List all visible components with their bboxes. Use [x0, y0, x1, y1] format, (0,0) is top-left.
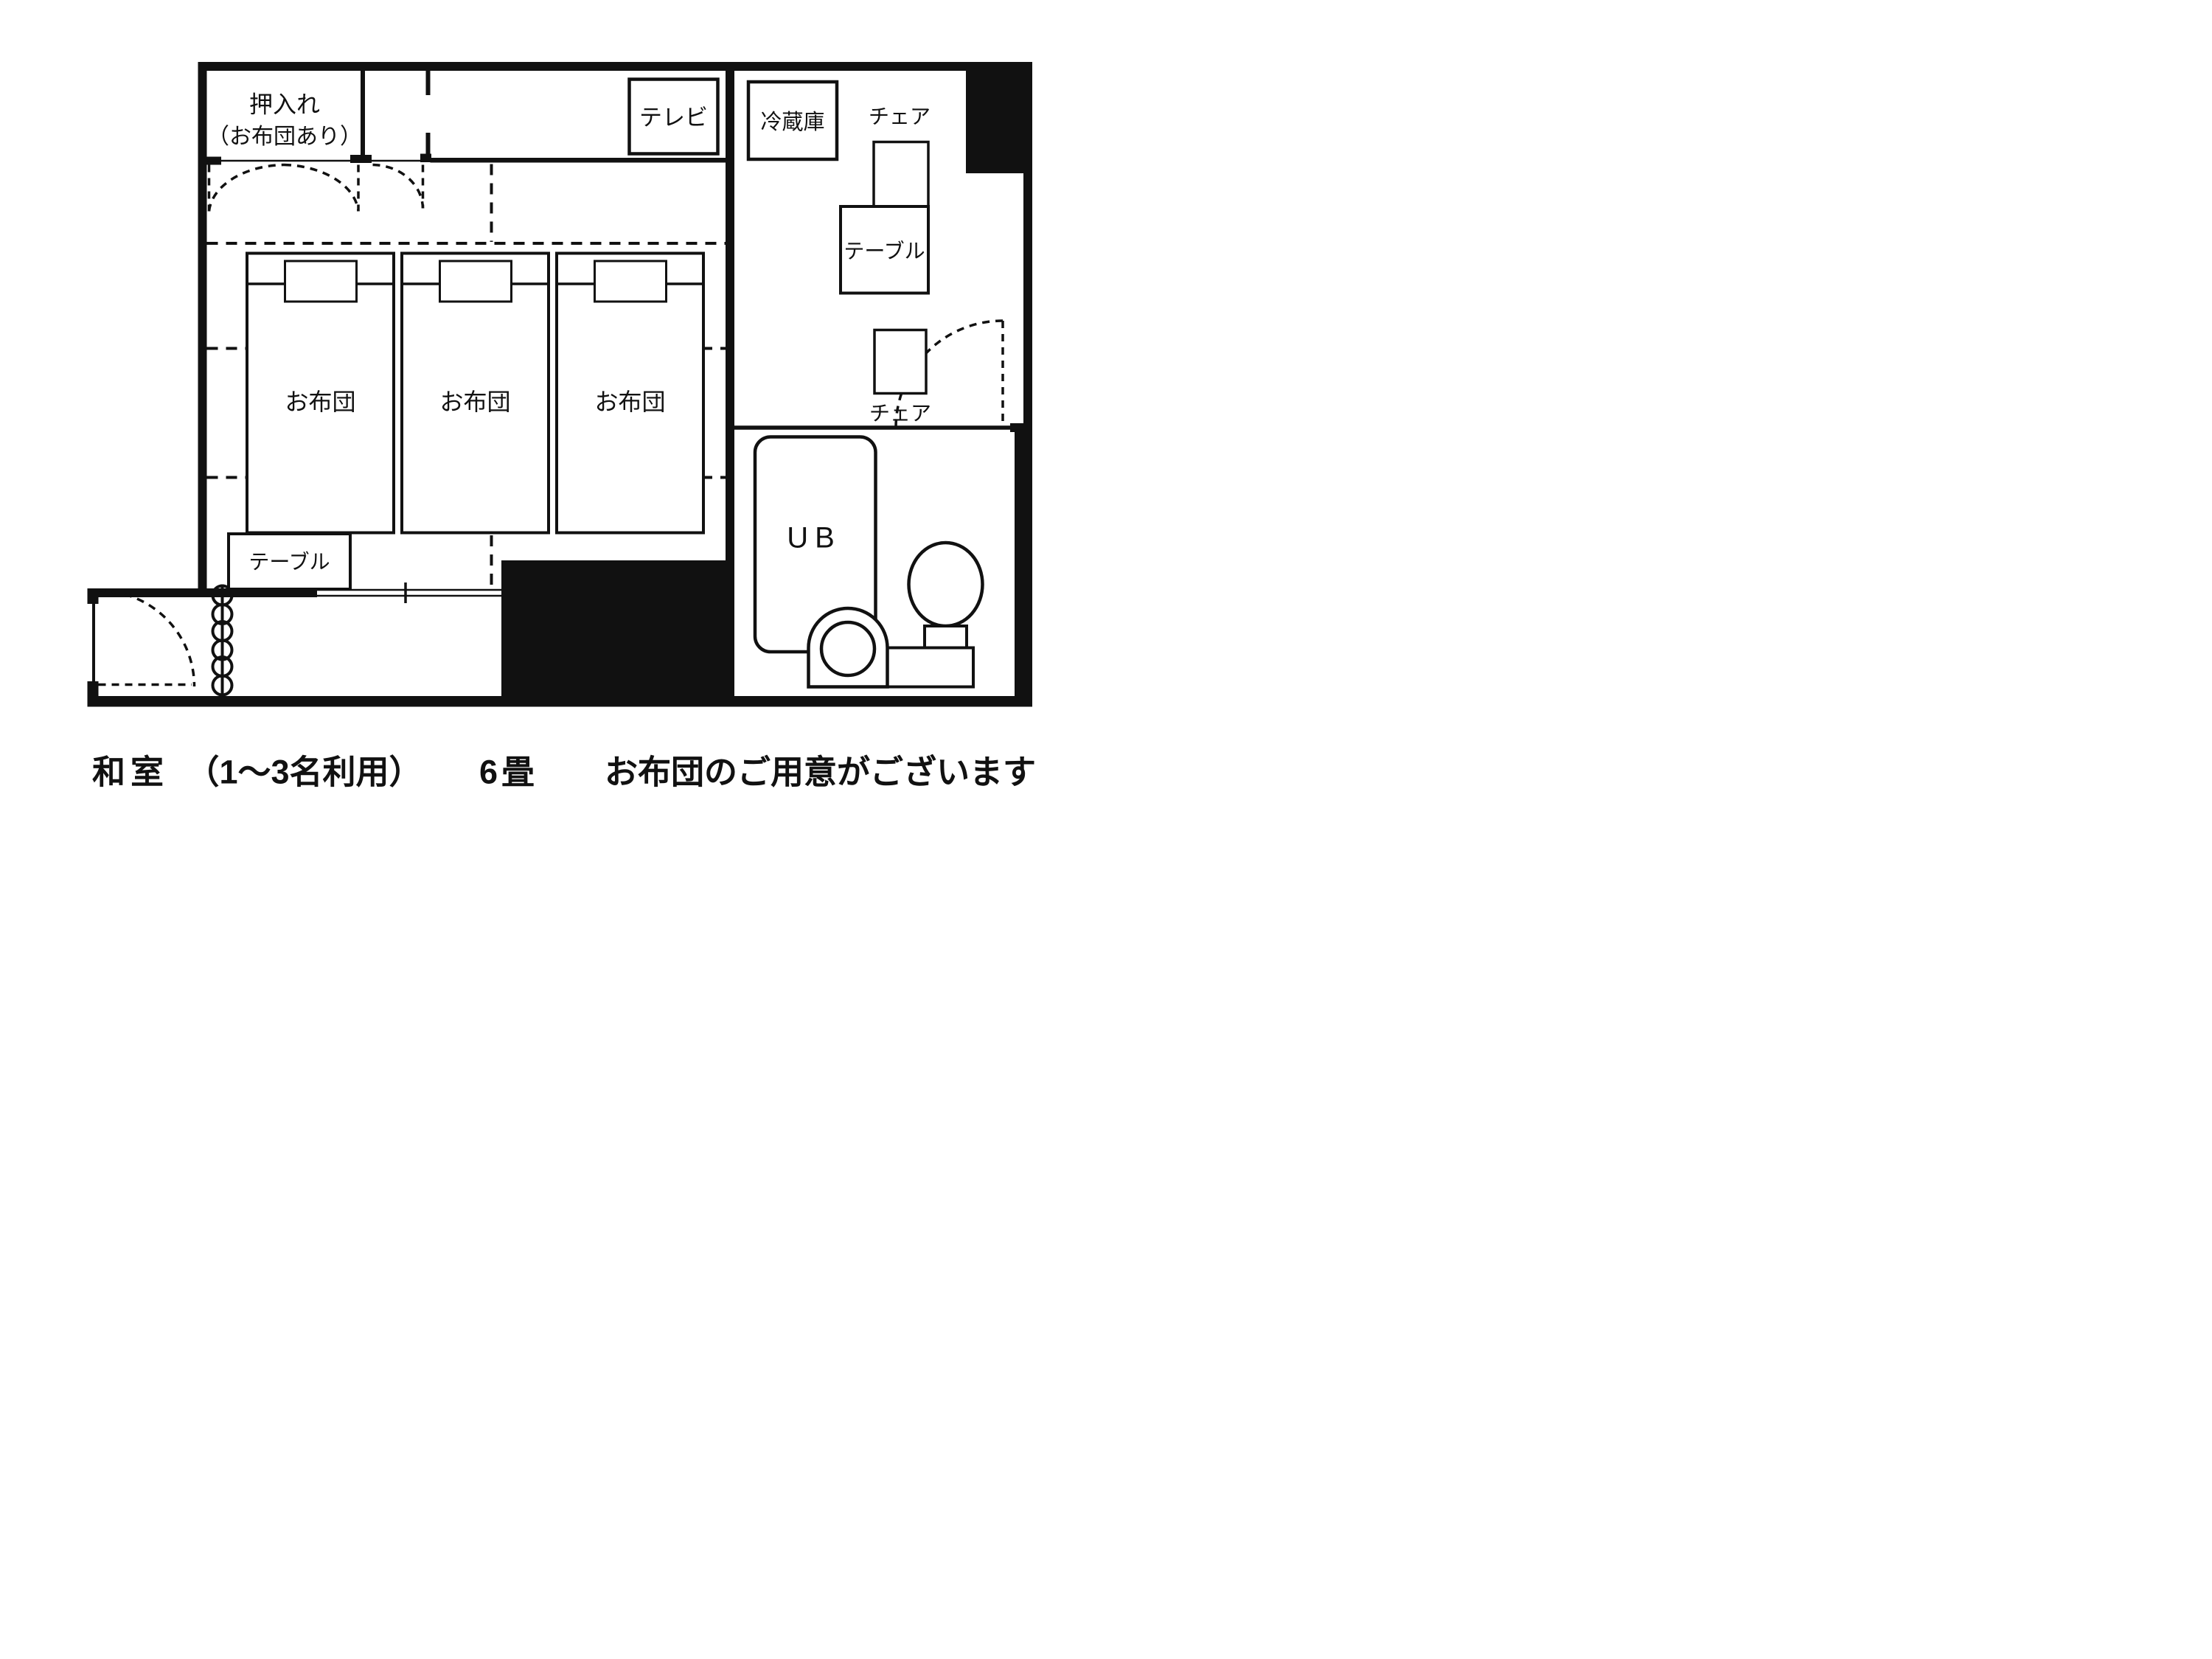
- fridge-label: 冷蔵庫: [760, 110, 824, 134]
- wall-block-bottom-center: [501, 560, 734, 707]
- wall-top-strip-board: [430, 158, 726, 163]
- wall-entrance-left-thin: [92, 597, 95, 696]
- chair-top-box: [872, 140, 930, 212]
- wall-left: [198, 62, 207, 597]
- sink-bowl: [819, 620, 877, 678]
- corridor-table-label: テーブル: [844, 240, 925, 262]
- wall-right-upper: [1023, 173, 1032, 431]
- main-room-table-label: テーブル: [248, 551, 330, 574]
- closet-door-arc-right: [283, 163, 360, 212]
- chair-bottom-label: チェア: [869, 402, 931, 425]
- tv: テレビ: [627, 77, 720, 156]
- wall-closet-right: [361, 71, 365, 157]
- pillow-2: [439, 260, 512, 303]
- wall-partial-upper: [425, 71, 431, 95]
- bathroom: UB: [753, 435, 984, 689]
- wall-right-bathroom: [1015, 423, 1032, 696]
- wall-closet-nub-right: [420, 153, 431, 162]
- caption: 和室 （1～3名利用） 6畳 お布団のご用意がございます: [92, 754, 1036, 791]
- closet-label-line2: （お布団あり）: [207, 125, 362, 149]
- wall-block-top-right: [966, 71, 1032, 173]
- toilet-bowl: [907, 540, 984, 628]
- main-room-table-box: [227, 532, 352, 591]
- chair-bottom: チェア: [869, 328, 931, 425]
- futon-2-label: お布団: [439, 389, 510, 415]
- futon-3: お布団: [555, 251, 705, 535]
- walls: [87, 62, 1032, 707]
- chair-top: チェア: [869, 105, 931, 212]
- chair-top-label: チェア: [869, 105, 931, 128]
- closet-label-line1: 押入れ: [249, 91, 320, 118]
- wall-top: [198, 62, 1032, 71]
- fridge-box: [746, 80, 839, 161]
- wall-main-room-right: [726, 71, 734, 560]
- tv-box: [627, 77, 720, 156]
- slipper-pair-3: [211, 655, 234, 697]
- futon-3-label: お布団: [594, 389, 665, 415]
- tv-label: テレビ: [639, 105, 708, 131]
- caption-capacity: （1～3名利用）: [187, 754, 422, 791]
- slippers: [211, 584, 234, 697]
- entrance-door-arc: [98, 589, 196, 687]
- futons: お布団 お布団 お布団: [246, 251, 705, 535]
- floor-plan-drawing: テレビ お布団 お布団 お布団 テーブル 押入れ （お: [0, 0, 1106, 830]
- caption-room-type: 和室: [92, 754, 169, 791]
- tatami-grid-lines: [206, 164, 726, 588]
- unit-bath-label: UB: [787, 522, 841, 554]
- wall-closet-nub-mid: [350, 155, 372, 163]
- wall-entrance-nub-top: [87, 596, 99, 604]
- floor-plan-page: テレビ お布団 お布団 お布団 テーブル 押入れ （お: [0, 0, 1106, 830]
- corridor-table-box: [839, 205, 930, 295]
- wall-entrance-nub-bottom: [87, 681, 99, 696]
- pillow-1: [284, 260, 358, 303]
- fridge: 冷蔵庫: [746, 80, 839, 161]
- wall-partial-lower: [425, 133, 431, 158]
- main-room-table: テーブル: [227, 532, 352, 591]
- pillow-3: [594, 260, 667, 303]
- closet: 押入れ （お布団あり）: [207, 91, 362, 150]
- caption-futon-note: お布団のご用意がございます: [605, 754, 1036, 791]
- closet-door-arc-left: [207, 163, 285, 212]
- corridor-table: テーブル: [839, 205, 930, 295]
- futon-1-label: お布団: [285, 389, 355, 415]
- futon-2: お布団: [400, 251, 550, 535]
- wall-entrance-top: [87, 588, 207, 597]
- caption-size: 6畳: [479, 754, 538, 791]
- chair-bottom-box: [873, 328, 928, 395]
- futon-1: お布団: [246, 251, 395, 535]
- toilet-base: [923, 625, 968, 650]
